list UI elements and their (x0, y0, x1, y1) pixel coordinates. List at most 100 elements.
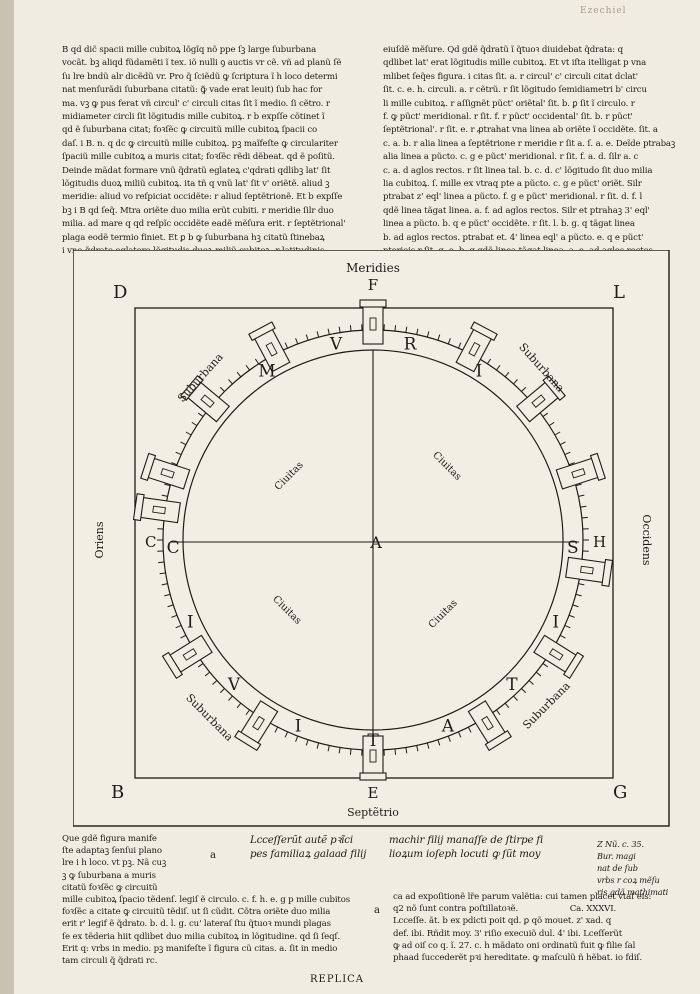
point-c: C (145, 533, 156, 551)
crenel (171, 462, 178, 466)
crenel (305, 739, 309, 746)
wall-letter: R (404, 334, 418, 354)
crenel (349, 325, 352, 332)
crenel (171, 614, 178, 618)
crenel (521, 386, 527, 392)
text-line: mlibet ſeq̃es figura. i citas ſit. a. r … (383, 71, 638, 82)
crenel (575, 593, 582, 597)
crenel (158, 561, 165, 564)
text-line: ſpaciũ mille cubitoꝝ a muris citat; foꝛſ… (62, 152, 335, 163)
point-h: H (593, 533, 606, 551)
text-line: Lcceſſe. ãt. b ex pdicti poit qd. ꝑ qõ m… (393, 916, 612, 927)
text-line: f. ꝙ pũct' meridional. r ſit. f. r pũct'… (383, 112, 633, 123)
crenel (578, 494, 585, 497)
label-meridies: Meridies (346, 261, 400, 275)
text-line: lia cubitoꝝ. ſ. mille ex vtraq pte a pũc… (383, 179, 642, 190)
margin-mark-a: a (374, 905, 380, 916)
text-line: Deinde mãdat formare vnũ q̃dratũ eglateꝝ… (62, 165, 331, 176)
crenel (528, 680, 534, 685)
crenel (504, 371, 510, 378)
text-line: ſe ex tẽderia hiit qdlibet duo milia cub… (62, 931, 341, 942)
crenel (564, 451, 571, 456)
tower (515, 374, 566, 423)
text-line: mille cubitoꝝ ſpacio tẽdenſ. legiſ ẽ cir… (62, 895, 351, 906)
wall-letter: V (329, 334, 343, 354)
margin-mark-a: a (210, 850, 216, 861)
corner-l: L (613, 282, 625, 303)
crenel (204, 671, 211, 677)
text-line: foꝛſẽc a citate ꝙ circuitũ tẽdiſ. ut ſi … (62, 907, 331, 918)
tower (555, 452, 606, 490)
crenel (568, 614, 575, 618)
text-line: vrbs r coꝝ mẽſu (597, 875, 660, 885)
crenel (405, 326, 408, 333)
crenel (568, 462, 575, 466)
crenel (564, 624, 571, 629)
text-line: midiameter circli ſit lõgitudis mille cu… (62, 112, 325, 123)
crenel (426, 742, 430, 749)
crenel (394, 748, 397, 755)
catchword: REPLICA (310, 974, 365, 985)
book-page: Ezechiel B qd dic̃ spacii mille cubitoꝝ … (14, 0, 700, 994)
text-line: phaad ſuccederẽt pꝛi hereditate. ꝙ maſcu… (393, 953, 643, 964)
wall-letter: S (567, 538, 579, 558)
crenel (191, 421, 198, 427)
text-line: Z Nũ. c. 35. (597, 839, 644, 849)
crenel (447, 735, 451, 742)
wall-letter: A (441, 716, 455, 736)
label-septentrio: Septẽtrio (347, 806, 399, 819)
corner-g: G (613, 782, 627, 803)
crenel (416, 328, 419, 335)
text-line: linea a pũcto. b. q e pũct' occidẽte. r … (383, 219, 635, 230)
wall-letter: V (227, 675, 241, 695)
crenel (236, 702, 242, 709)
text-line: ſu lre bndũ alr dicẽdũ vr. Pro q̃ ſciẽdũ… (62, 71, 338, 82)
wall-towers (132, 299, 614, 781)
text-line: Erit q: vrbs in medio. pꝫ manifeſte ĩ fi… (62, 943, 338, 954)
text-line: Que gdẽ figura manife (62, 834, 157, 844)
text-line: B qd dic̃ spacii mille cubitoꝝ lõgĩq nõ … (62, 45, 317, 55)
crenel (578, 583, 585, 586)
crenel (228, 379, 233, 385)
crenel (581, 516, 588, 519)
tower (132, 493, 181, 524)
crenel (572, 604, 579, 608)
crenel (327, 745, 330, 752)
crenel (426, 331, 430, 338)
crenel (228, 695, 233, 701)
text-line: qdlibet lat' erat lõgitudis mille cubito… (383, 58, 647, 69)
crenel (161, 583, 168, 586)
text-line: lioꝝum ioſeph locuti ꝙ ſũt moy (389, 849, 541, 860)
tower (234, 700, 279, 752)
text-line: Bur. magi (597, 851, 636, 861)
text-line: bꝫ i B qd ſeq̃. Mtra oriẽte duo milia er… (62, 205, 334, 216)
crenel (580, 505, 587, 508)
crenel (305, 334, 309, 341)
tower (248, 321, 291, 373)
text-line: milia. ad mare q qd reſpĩc occidẽte eadẽ… (62, 219, 346, 230)
crenel (457, 731, 462, 738)
crenel (535, 671, 542, 677)
tower (455, 321, 498, 373)
crenel (212, 680, 218, 685)
crenel (327, 328, 330, 335)
tower (359, 299, 387, 345)
crenel (180, 634, 187, 639)
crenel (521, 688, 527, 694)
text-line: ca ad expoſitionẽ lr̃e parum valẽtia: cu… (393, 892, 652, 902)
crenel (513, 695, 518, 701)
text-line: plaga eodẽ termio finiet. Et ꝑ b ꝙ ſubur… (62, 232, 325, 243)
city-wall (182, 349, 564, 731)
crenel (559, 634, 566, 639)
text-line: c. a. d aglos rectos. r ſit linea tal. b… (383, 165, 653, 176)
text-line: erit r' legif ẽ q̃drato. b. d. l. g. cu'… (62, 919, 331, 930)
crenel (164, 483, 171, 487)
text-line: nat menſurãdi ſuburbana citatũ: ꝙ̃ vade … (62, 85, 323, 96)
crenel (496, 709, 501, 716)
crenel (338, 326, 341, 333)
text-line: ſit. c. e. h. circuli. a. r cẽtrũ. r ſit… (383, 85, 647, 96)
